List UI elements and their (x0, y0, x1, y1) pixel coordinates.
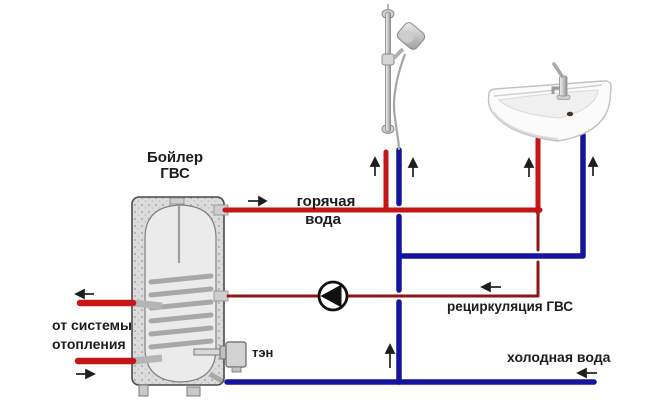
boiler-label-line2: ГВС (160, 165, 190, 182)
boiler-label-line1: Бойлер (146, 149, 203, 166)
heating-system-label-line2: отопления (52, 336, 126, 352)
heating-system-pipes (74, 299, 137, 365)
cold-water-label: холодная вода (507, 349, 611, 365)
boiler-tank-icon (131, 196, 229, 397)
shower-icon (381, 4, 426, 151)
hot-water-label-line1: горячая (296, 193, 356, 210)
hot-water-label-line2: вода (305, 211, 341, 228)
heating-element-icon (193, 341, 247, 373)
flow-arrow-icons (74, 156, 599, 380)
heat-exchanger-coil-icon (148, 273, 214, 350)
heating-system-label-line1: от системы (52, 317, 132, 333)
circulation-pump-icon (317, 280, 349, 312)
recirculation-label: рециркуляция ГВС (447, 299, 574, 314)
heater-label: тэн (252, 345, 274, 360)
recirculation-pipes (226, 210, 540, 298)
faucet-icon (551, 62, 571, 100)
cold-water-pipes (224, 132, 597, 385)
hot-water-pipes (222, 136, 543, 215)
sink-icon (487, 62, 612, 142)
